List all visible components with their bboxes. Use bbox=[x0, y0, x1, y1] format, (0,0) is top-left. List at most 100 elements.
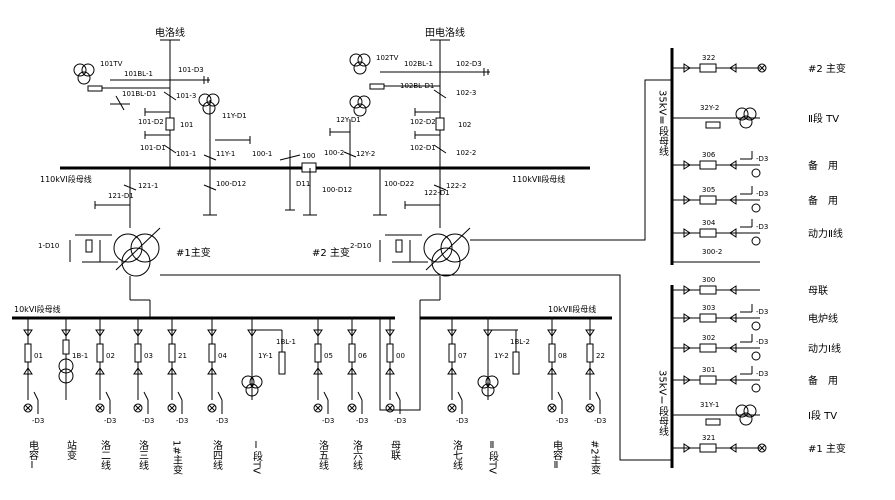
bus110-right-label: 110kVⅡ段母线 bbox=[512, 174, 565, 184]
sw-11Y-D1: 11Y-D1 bbox=[222, 112, 247, 120]
bay-101 bbox=[110, 39, 251, 168]
row-code-32Y-2: 32Y-2 bbox=[700, 104, 719, 112]
bus10-right-label: 10kVⅡ段母线 bbox=[548, 304, 596, 314]
feeder-code-1Y-1: 1Y-1 bbox=[258, 352, 273, 360]
feeder-code-00: 00 bbox=[396, 352, 405, 360]
feeder-code-1BL-2: 1BL-2 bbox=[510, 338, 530, 346]
sw-121-1: 121-1 bbox=[138, 182, 158, 190]
sw-102: 102 bbox=[458, 121, 471, 129]
feeder-name-1Y-2: Ⅱ段TV bbox=[487, 440, 499, 474]
feeder-name-01: 电容Ⅰ bbox=[27, 439, 39, 471]
sw-101-D3: 101-D3 bbox=[178, 66, 204, 74]
row-code-31Y-1: 31Y-1 bbox=[700, 401, 719, 409]
feeder-name-22: #2主变 bbox=[589, 440, 601, 476]
sw-102TV: 102TV bbox=[376, 54, 399, 62]
feeder-d3-01: -D3 bbox=[32, 417, 44, 425]
feeder-code-02: 02 bbox=[106, 352, 115, 360]
bay-102 bbox=[329, 39, 490, 168]
sw-101: 101 bbox=[180, 121, 193, 129]
feeder-code-21: 21 bbox=[178, 352, 187, 360]
row-name-304: 动力Ⅱ线 bbox=[808, 227, 843, 240]
sw-100-D12-a: 100-D12 bbox=[216, 180, 246, 188]
bus35-upper-label: 35kVⅡ段母线 bbox=[657, 90, 669, 156]
bus110-left-label: 110kVⅠ段母线 bbox=[40, 174, 92, 184]
feeder-21: -D3 21 1#主变 bbox=[167, 318, 188, 476]
sw-102-2: 102-2 bbox=[456, 149, 476, 157]
bus-10kv-tie bbox=[379, 318, 421, 411]
feeder-code-1BL-1: 1BL-1 bbox=[276, 338, 296, 346]
sw-101-D1: 101-D1 bbox=[140, 144, 166, 152]
feeder-d3-06: -D3 bbox=[356, 417, 368, 425]
row-300: 300 母联 bbox=[672, 276, 828, 297]
row-300-2: 300-2 bbox=[672, 248, 760, 263]
row-name-302: 动力Ⅰ线 bbox=[808, 342, 841, 355]
feeder-code-1Y-2: 1Y-2 bbox=[494, 352, 509, 360]
feeder-name-03: 洛三线 bbox=[137, 439, 149, 470]
row-code-300: 300 bbox=[702, 276, 715, 284]
feeder-code-1B-1: 1B-1 bbox=[72, 352, 88, 360]
row-code-306: 306 bbox=[702, 151, 716, 159]
row-322: 322 #2 主变 bbox=[672, 54, 846, 75]
feeder-name-1Y-1: Ⅰ段TV bbox=[251, 440, 263, 474]
sw-1-D10: 1-D10 bbox=[38, 242, 59, 250]
transformer-2-label: #2 主变 bbox=[312, 246, 350, 259]
sw-102BL-D1: 102BL-D1 bbox=[400, 82, 434, 90]
row-name-306: 备 用 bbox=[808, 159, 838, 172]
sw-101TV: 101TV bbox=[100, 60, 123, 68]
feeder-d3-04: -D3 bbox=[216, 417, 228, 425]
sw-100: 100 bbox=[302, 152, 315, 160]
transformer-2 bbox=[379, 168, 471, 318]
feeder-d3-05: -D3 bbox=[322, 417, 334, 425]
row-code-300-2: 300-2 bbox=[702, 248, 722, 256]
feeder-1BL-1: 1BL-1 bbox=[252, 329, 296, 375]
row-name-305: 备 用 bbox=[808, 194, 838, 207]
feeder-d3-00: -D3 bbox=[394, 417, 406, 425]
row-name-300: 母联 bbox=[808, 285, 828, 297]
feeder-name-21: 1#主变 bbox=[171, 440, 183, 476]
row-code-305: 305 bbox=[702, 186, 715, 194]
row-code-302: 302 bbox=[702, 334, 715, 342]
row-name-303: 电炉线 bbox=[808, 312, 838, 325]
sw-100-D12-b: 100-D12 bbox=[322, 186, 352, 194]
bus35-lower-label: 35kVⅠ段母线 bbox=[657, 370, 669, 436]
feeder-1BL-2: 1BL-2 bbox=[486, 329, 530, 375]
bus-tie-100 bbox=[203, 150, 387, 216]
line-left-label: 电洛线 bbox=[155, 26, 185, 39]
row-code-304: 304 bbox=[702, 219, 716, 227]
sw-122-2: 122-2 bbox=[446, 182, 466, 190]
row-name-301: 备 用 bbox=[808, 374, 838, 387]
row-name-322: #2 主变 bbox=[808, 62, 846, 75]
link-tr2-35kv bbox=[470, 79, 672, 241]
feeder-code-06: 06 bbox=[358, 352, 367, 360]
sw-101BL-1: 101BL-1 bbox=[124, 70, 153, 78]
feeder-d3-08: -D3 bbox=[556, 417, 568, 425]
sw-12Y-D1: 12Y-D1 bbox=[336, 116, 361, 124]
row-code-322: 322 bbox=[702, 54, 715, 62]
sw-D11: D11 bbox=[296, 180, 310, 188]
feeder-code-01: 01 bbox=[34, 352, 43, 360]
tv-101 bbox=[73, 63, 220, 115]
feeder-code-05: 05 bbox=[324, 352, 333, 360]
feeder-code-04: 04 bbox=[218, 352, 227, 360]
feeders-10kv: -D301电容Ⅰ1B-1站变-D302洛二线-D303洛三线-D3211#主变-… bbox=[23, 318, 606, 476]
sw-101BL-D1: 101BL-D1 bbox=[122, 90, 156, 98]
feeder-d3-22: -D3 bbox=[594, 417, 606, 425]
sw-101-1: 101-1 bbox=[176, 150, 196, 158]
feeder-1B-1: 1B-1站变 bbox=[58, 318, 88, 461]
sw-11Y-1: 11Y-1 bbox=[216, 150, 235, 158]
sw-101-D2: 101-D2 bbox=[138, 118, 164, 126]
sw-122-D1: 122-D1 bbox=[424, 189, 450, 197]
sw-121-D1: 121-D1 bbox=[108, 192, 134, 200]
feeder-d3-21: -D3 bbox=[176, 417, 188, 425]
row-name-321: #1 主变 bbox=[808, 442, 846, 455]
